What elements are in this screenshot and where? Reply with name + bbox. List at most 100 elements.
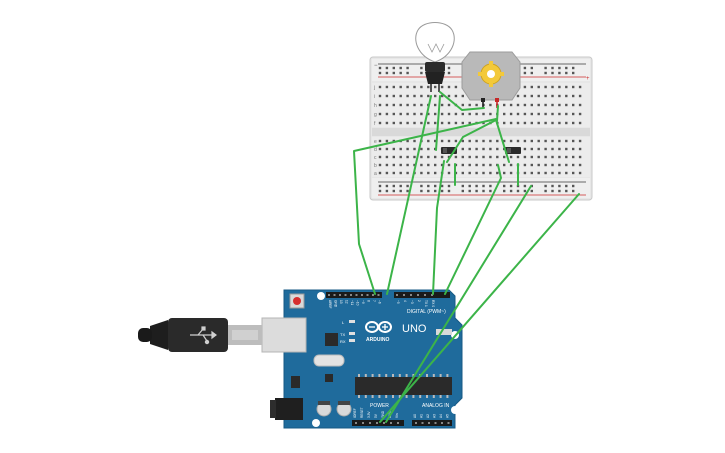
breadboard-hole[interactable]: [482, 121, 485, 125]
breadboard-hole[interactable]: [565, 155, 568, 159]
breadboard-hole[interactable]: [461, 103, 464, 107]
transistor-2[interactable]: [505, 147, 521, 154]
breadboard-hole[interactable]: [385, 155, 389, 159]
rail-hole[interactable]: [392, 184, 395, 188]
breadboard-hole[interactable]: [413, 139, 416, 143]
rail-hole[interactable]: [427, 189, 430, 193]
bottom-pin[interactable]: [397, 422, 399, 424]
breadboard-hole[interactable]: [434, 121, 437, 125]
rail-hole[interactable]: [551, 189, 554, 193]
breadboard-hole[interactable]: [489, 139, 492, 143]
breadboard-hole[interactable]: [392, 112, 395, 116]
rail-hole[interactable]: [572, 184, 575, 188]
breadboard-hole[interactable]: [427, 85, 430, 89]
breadboard-hole[interactable]: [413, 163, 416, 167]
digital-pin[interactable]: [372, 294, 374, 296]
breadboard-hole[interactable]: [565, 85, 568, 89]
breadboard-hole[interactable]: [475, 103, 478, 107]
rail-hole[interactable]: [544, 71, 547, 75]
rail-hole[interactable]: [461, 189, 464, 193]
breadboard-hole[interactable]: [558, 139, 561, 143]
breadboard-hole[interactable]: [496, 171, 499, 175]
breadboard-hole[interactable]: [537, 155, 540, 159]
breadboard-hole[interactable]: [406, 147, 409, 151]
breadboard-hole[interactable]: [434, 112, 437, 116]
breadboard-hole[interactable]: [516, 112, 520, 116]
rail-hole[interactable]: [551, 71, 554, 75]
rail-hole[interactable]: [544, 66, 547, 70]
rail-hole[interactable]: [509, 184, 513, 188]
breadboard-hole[interactable]: [551, 94, 554, 98]
breadboard-hole[interactable]: [530, 171, 533, 175]
breadboard-hole[interactable]: [565, 112, 568, 116]
breadboard-hole[interactable]: [503, 139, 506, 143]
rail-hole[interactable]: [489, 184, 492, 188]
breadboard-hole[interactable]: [392, 147, 395, 151]
breadboard-hole[interactable]: [447, 103, 451, 107]
bottom-pin[interactable]: [428, 422, 430, 424]
wire[interactable]: [385, 185, 532, 423]
rail-hole[interactable]: [392, 66, 395, 70]
rail-hole[interactable]: [544, 184, 547, 188]
breadboard-hole[interactable]: [558, 112, 561, 116]
breadboard-hole[interactable]: [482, 155, 485, 159]
breadboard-hole[interactable]: [378, 85, 382, 89]
breadboard-hole[interactable]: [578, 155, 582, 159]
breadboard-hole[interactable]: [420, 85, 423, 89]
breadboard-hole[interactable]: [572, 85, 575, 89]
breadboard-hole[interactable]: [461, 94, 464, 98]
breadboard-hole[interactable]: [440, 139, 444, 143]
breadboard-hole[interactable]: [544, 112, 547, 116]
rail-hole[interactable]: [530, 189, 533, 193]
breadboard-hole[interactable]: [447, 155, 451, 159]
rail-hole[interactable]: [399, 189, 402, 193]
rail-hole[interactable]: [558, 66, 561, 70]
breadboard-hole[interactable]: [544, 147, 547, 151]
breadboard-hole[interactable]: [509, 112, 513, 116]
breadboard-hole[interactable]: [378, 171, 382, 175]
rail-hole[interactable]: [523, 66, 527, 70]
rail-hole[interactable]: [392, 71, 395, 75]
breadboard-hole[interactable]: [537, 163, 540, 167]
breadboard-hole[interactable]: [551, 121, 554, 125]
bottom-pin[interactable]: [441, 422, 443, 424]
breadboard-hole[interactable]: [399, 112, 402, 116]
breadboard-hole[interactable]: [392, 121, 395, 125]
breadboard-hole[interactable]: [475, 155, 478, 159]
rail-hole[interactable]: [461, 184, 464, 188]
breadboard-hole[interactable]: [475, 112, 478, 116]
breadboard-hole[interactable]: [378, 139, 382, 143]
breadboard-hole[interactable]: [558, 94, 561, 98]
bottom-pin[interactable]: [362, 422, 364, 424]
rail-hole[interactable]: [399, 66, 402, 70]
breadboard-hole[interactable]: [475, 147, 478, 151]
rail-hole[interactable]: [523, 71, 527, 75]
breadboard-hole[interactable]: [420, 121, 423, 125]
breadboard-hole[interactable]: [406, 121, 409, 125]
breadboard-hole[interactable]: [399, 163, 402, 167]
breadboard-hole[interactable]: [434, 155, 437, 159]
breadboard-hole[interactable]: [385, 112, 389, 116]
breadboard-hole[interactable]: [427, 94, 430, 98]
digital-header-2[interactable]: [394, 292, 450, 298]
rail-hole[interactable]: [434, 189, 437, 193]
bottom-pin[interactable]: [355, 422, 357, 424]
wire[interactable]: [496, 105, 499, 122]
digital-pin[interactable]: [350, 294, 352, 296]
usb-port[interactable]: [261, 317, 307, 353]
breadboard-hole[interactable]: [427, 171, 430, 175]
bottom-pin[interactable]: [383, 422, 385, 424]
dc-motor[interactable]: [461, 51, 521, 108]
wire[interactable]: [446, 119, 497, 163]
breadboard-hole[interactable]: [565, 171, 568, 175]
rail-hole[interactable]: [427, 184, 430, 188]
breadboard-hole[interactable]: [392, 85, 395, 89]
breadboard-hole[interactable]: [420, 147, 423, 151]
breadboard-hole[interactable]: [558, 147, 561, 151]
breadboard-hole[interactable]: [385, 147, 389, 151]
breadboard-hole[interactable]: [537, 85, 540, 89]
rail-hole[interactable]: [385, 66, 389, 70]
rail-hole[interactable]: [447, 71, 451, 75]
breadboard-hole[interactable]: [399, 155, 402, 159]
rail-hole[interactable]: [392, 189, 395, 193]
